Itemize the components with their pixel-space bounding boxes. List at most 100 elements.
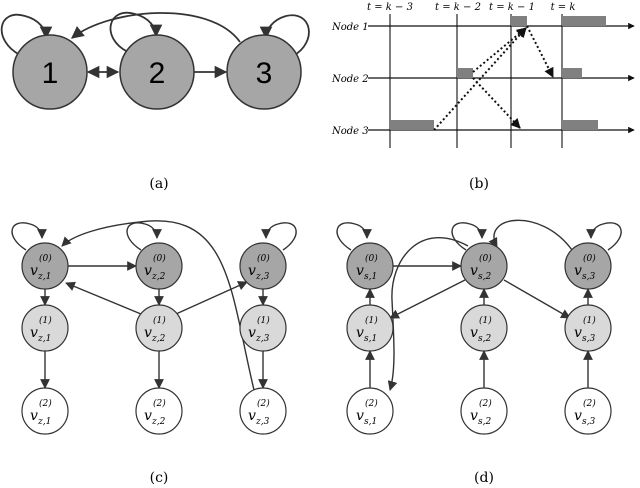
svg-text:z,3: z,3 <box>255 272 270 282</box>
d-edge-s2-0-to-s3-1 <box>503 279 571 319</box>
svg-text:z,1: z,1 <box>37 272 51 282</box>
msg-2-to-1 <box>472 27 527 73</box>
row-label-2: Node 2 <box>331 74 369 85</box>
d-label-s1-2: v(2)s,1 <box>356 398 378 427</box>
c-label-z1-0: v(0) z,1 <box>30 253 52 282</box>
edge-3-to-1 <box>71 12 241 43</box>
svg-text:z,2: z,2 <box>151 272 166 282</box>
c-node-z1-2 <box>21 387 69 435</box>
d-node-s1-2 <box>346 387 394 435</box>
panel-d: v(0)s,1 v(0)s,2 v(0)s,3 v(1)s,1 v(1)s,2 … <box>336 219 622 486</box>
c-node-z3-0 <box>239 242 287 290</box>
c-node-z1-1 <box>21 304 69 352</box>
d-label-s2-1: v(1) s,2 <box>470 315 492 344</box>
svg-text:v: v <box>470 325 478 341</box>
svg-text:v: v <box>470 408 478 424</box>
c-label-z2-1: v(1) z,2 <box>144 315 166 344</box>
svg-text:v: v <box>356 408 364 424</box>
c-label-z3-1: v(1)z,3 <box>248 315 270 344</box>
svg-text:(0): (0) <box>257 253 270 264</box>
c-label-z1-1: v(1) z,1 <box>30 315 52 344</box>
d-node-s2-1 <box>460 304 508 352</box>
svg-text:(0): (0) <box>39 253 52 264</box>
svg-text:z,1: z,1 <box>37 417 51 427</box>
svg-text:v: v <box>356 325 364 341</box>
svg-text:s,1: s,1 <box>364 417 377 427</box>
svg-text:(1): (1) <box>583 315 596 326</box>
svg-text:v: v <box>470 263 478 279</box>
c-label-z1-2: v(2)z,1 <box>30 398 52 427</box>
svg-text:s,1: s,1 <box>364 334 377 344</box>
msg-2-to-3 <box>472 77 521 129</box>
svg-text:s,2: s,2 <box>478 272 491 282</box>
d-loop-3 <box>586 222 622 251</box>
svg-text:(1): (1) <box>365 315 378 326</box>
bar-node2-k <box>562 68 582 78</box>
svg-text:v: v <box>356 263 364 279</box>
svg-text:v: v <box>248 408 256 424</box>
svg-text:(1): (1) <box>39 315 52 326</box>
row-label-3: Node 3 <box>331 126 369 137</box>
c-loop-2 <box>126 222 162 251</box>
c-node-z1-0 <box>21 242 69 290</box>
self-loop-1 <box>0 13 53 56</box>
svg-text:s,2: s,2 <box>478 334 491 344</box>
time-label-3: t = k <box>551 2 576 13</box>
d-node-s1-1 <box>346 304 394 352</box>
d-node-s3-1 <box>564 304 612 352</box>
svg-text:(1): (1) <box>153 315 166 326</box>
caption-a: (a) <box>149 176 168 192</box>
c-node-z2-2 <box>135 387 183 435</box>
d-label-s3-1: v(1) s,3 <box>574 315 596 344</box>
c-loop-1 <box>11 222 47 251</box>
caption-c: (c) <box>150 470 169 486</box>
d-label-s2-2: v(2)s,2 <box>470 398 492 427</box>
svg-text:(2): (2) <box>257 398 270 409</box>
svg-text:(0): (0) <box>583 253 596 264</box>
d-node-s1-0 <box>346 242 394 290</box>
svg-text:v: v <box>30 408 38 424</box>
c-edge-z2-1-to-z3-0 <box>175 281 248 315</box>
svg-text:v: v <box>30 263 38 279</box>
svg-text:s,3: s,3 <box>582 417 595 427</box>
bar-node1-k <box>562 16 606 26</box>
svg-text:(0): (0) <box>479 253 492 264</box>
bar-node3-k3 <box>390 120 434 130</box>
node-3 <box>226 34 302 110</box>
d-label-s2-0: v(0) s,2 <box>470 253 492 282</box>
d-arc-s2-0-to-s1-2 <box>387 237 469 391</box>
bar-node3-k <box>562 120 598 130</box>
svg-text:v: v <box>30 325 38 341</box>
svg-text:v: v <box>248 325 256 341</box>
d-label-s3-0: v(0)s,3 <box>574 253 596 282</box>
d-label-s1-0: v(0)s,1 <box>356 253 378 282</box>
svg-text:z,1: z,1 <box>37 334 51 344</box>
c-node-z3-2 <box>239 387 287 435</box>
svg-text:s,3: s,3 <box>582 334 595 344</box>
d-labels: v(0)s,1 v(0)s,2 v(0)s,3 v(1)s,1 v(1)s,2 … <box>356 253 596 427</box>
d-node-s2-2 <box>460 387 508 435</box>
svg-text:z,3: z,3 <box>255 334 270 344</box>
svg-text:v: v <box>574 325 582 341</box>
d-node-s3-0 <box>564 242 612 290</box>
svg-text:v: v <box>144 263 152 279</box>
msg-1-to-2 <box>526 25 554 78</box>
c-edge-z2-1-to-z1-0 <box>65 281 142 315</box>
c-label-z2-0: v(0)z,2 <box>144 253 166 282</box>
svg-text:v: v <box>144 408 152 424</box>
c-label-z3-2: v(2)z,3 <box>248 398 270 427</box>
d-label-s1-1: v(1) s,1 <box>356 315 378 344</box>
svg-text:(2): (2) <box>479 398 492 409</box>
svg-text:z,2: z,2 <box>151 417 166 427</box>
svg-text:v: v <box>144 325 152 341</box>
svg-text:s,3: s,3 <box>582 272 595 282</box>
node-2-label: 2 <box>149 57 166 90</box>
c-node-z2-0 <box>135 242 183 290</box>
node-1 <box>12 34 88 110</box>
panel-c: v(0)z,1 v(0)z,2 v(0)z,3 v(1)z,1 v(1)z,2 … <box>11 220 297 486</box>
svg-text:z,2: z,2 <box>151 334 166 344</box>
svg-text:(1): (1) <box>479 315 492 326</box>
svg-text:(2): (2) <box>583 398 596 409</box>
c-labels: v(0)z,1 v(0)z,2 v(0)z,3 v(1)z,1 v(1)z,2 … <box>30 253 270 427</box>
c-label-z2-2: v(2)z,2 <box>144 398 166 427</box>
